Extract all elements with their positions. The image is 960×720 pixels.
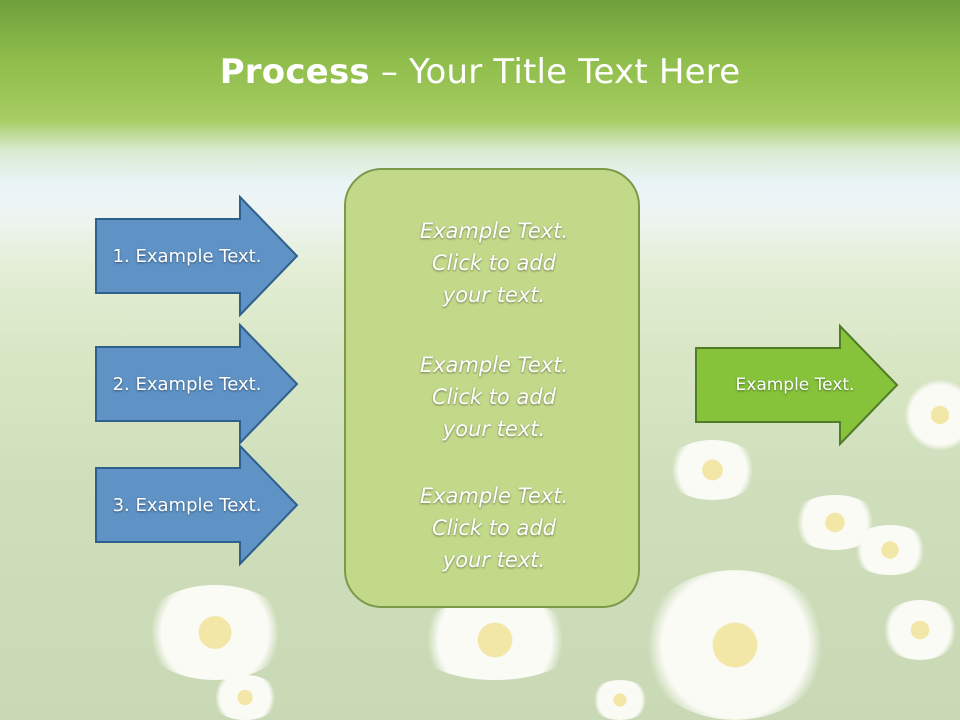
block-line: Example Text. [419,484,569,508]
block-line: your text. [442,283,546,307]
block-line: Click to add [431,251,556,275]
block-line: Click to add [431,385,556,409]
daisy-decoration [640,570,830,720]
step-arrow-2[interactable]: 2. Example Text. [95,322,300,446]
title-bold: Process [219,52,370,92]
center-text-block-2[interactable]: Example Text. Click to add your text. [346,349,642,445]
step-arrow-label: 3. Example Text. [112,494,262,516]
daisy-decoration [590,680,650,720]
block-line: Click to add [431,516,556,540]
step-arrow-3[interactable]: 3. Example Text. [95,443,300,567]
daisy-decoration [210,675,280,720]
center-text-box[interactable]: Example Text. Click to add your text. Ex… [344,168,640,608]
result-arrow[interactable]: Example Text. [695,323,900,447]
daisy-decoration [140,585,290,680]
center-text-block-1[interactable]: Example Text. Click to add your text. [346,215,642,311]
slide-title: Process – Your Title Text Here [0,52,960,92]
center-text-block-3[interactable]: Example Text. Click to add your text. [346,480,642,576]
daisy-decoration [665,440,760,500]
block-line: your text. [442,548,546,572]
block-line: Example Text. [419,353,569,377]
arrow-shape [95,322,299,446]
arrow-shape [95,443,299,567]
daisy-decoration [850,525,930,575]
step-arrow-label: 1. Example Text. [112,245,262,267]
arrow-shape [695,323,899,447]
step-arrow-1[interactable]: 1. Example Text. [95,194,300,318]
title-rest: – Your Title Text Here [369,52,741,92]
daisy-decoration [880,600,960,660]
arrow-shape [95,194,299,318]
result-arrow-label: Example Text. [735,375,855,395]
daisy-decoration [410,600,580,680]
step-arrow-label: 2. Example Text. [112,373,262,395]
block-line: Example Text. [419,219,569,243]
daisy-decoration [905,380,960,450]
block-line: your text. [442,417,546,441]
